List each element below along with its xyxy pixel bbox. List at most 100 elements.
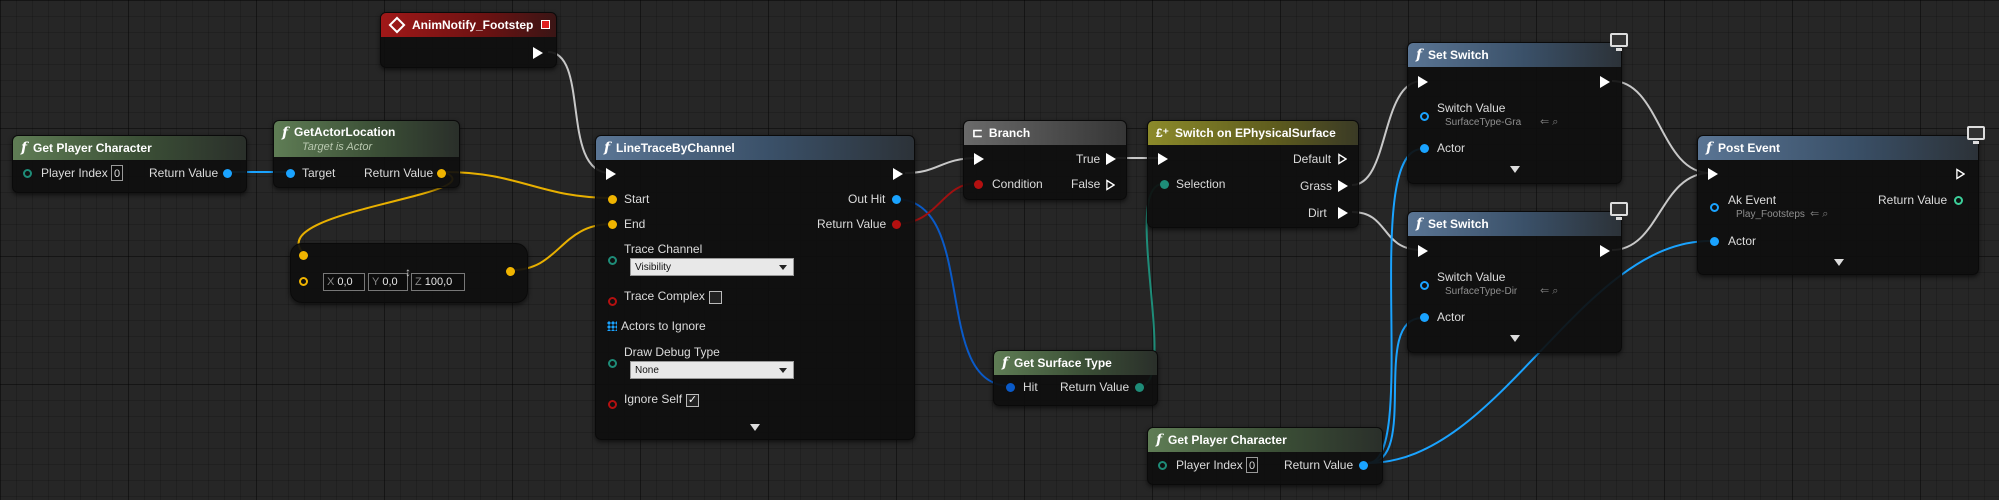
true-label: True [1076,152,1101,166]
exec-in-pin[interactable] [1418,76,1428,88]
delegate-pin-icon[interactable] [541,20,550,29]
player-index-input[interactable]: 0 [1246,457,1259,473]
exec-out-pin[interactable] [1956,168,1965,180]
hit-pin[interactable] [1006,383,1015,392]
trace-complex-pin[interactable] [608,297,617,306]
trace-complex-label: Trace Complex [624,289,705,303]
function-icon: f [21,140,28,156]
exec-in-pin[interactable] [606,168,616,180]
branch-icon: ⊏ [972,125,983,140]
target-pin[interactable] [286,169,295,178]
vector-input-b-pin[interactable] [299,277,308,286]
ak-event-pin[interactable] [1710,203,1719,212]
node-header[interactable]: £⁺Switch on EPhysicalSurface [1148,121,1358,145]
start-pin[interactable] [608,195,617,204]
end-pin[interactable] [608,220,617,229]
trace-channel-dropdown[interactable]: Visibility [630,258,794,276]
y-value: 0,0 [382,276,398,288]
exec-out-pin[interactable] [1600,245,1610,257]
asset-browse-icons[interactable]: ⇐ ⌕ [1540,116,1559,128]
return-value-pin[interactable] [437,169,446,178]
trace-channel-pin[interactable] [608,256,617,265]
node-title: Branch [988,126,1031,140]
switch-value-pin[interactable] [1420,281,1429,290]
player-index-pin[interactable] [23,169,32,178]
monitor-icon [1967,126,1985,144]
return-value-pin[interactable] [1954,196,1963,205]
ak-event-asset[interactable]: Play_Footsteps [1736,209,1805,220]
actors-to-ignore-label: Actors to Ignore [621,319,706,333]
exec-out-pin[interactable] [893,168,903,180]
ignore-self-checkbox[interactable]: ✓ [686,394,699,407]
expand-arrow-icon[interactable] [750,424,760,431]
asset-browse-icons[interactable]: ⇐ ⌕ [1540,285,1559,297]
exec-in-pin[interactable] [1158,153,1168,165]
z-value: 100,0 [424,276,453,288]
draw-debug-type-dropdown[interactable]: None [630,361,794,379]
node-anim-notify-footstep[interactable]: AnimNotify_Footstep [380,12,557,68]
switch-value-pin[interactable] [1420,112,1429,121]
switch-value-asset[interactable]: SurfaceType-Dir [1445,286,1518,297]
vector-input-a-pin[interactable] [299,251,308,260]
target-label: Target [302,166,336,180]
exec-in-pin[interactable] [1708,168,1718,180]
trace-complex-checkbox[interactable] [709,291,722,304]
true-exec-pin[interactable] [1106,153,1116,165]
grass-exec-pin[interactable] [1338,180,1348,192]
condition-pin[interactable] [974,180,983,189]
exec-in-pin[interactable] [974,153,984,165]
ignore-self-pin[interactable] [608,400,617,409]
node-switch-on-physical-surface[interactable]: £⁺Switch on EPhysicalSurface Default Sel… [1147,120,1359,228]
array-pin-icon[interactable] [607,321,617,331]
return-value-pin[interactable] [892,220,901,229]
draw-debug-pin[interactable] [608,359,617,368]
vector-output-pin[interactable] [506,267,515,276]
switch-value-asset[interactable]: SurfaceType-Gra [1445,117,1522,128]
node-branch[interactable]: ⊏Branch True Condition False [963,120,1127,200]
return-value-pin[interactable] [223,169,232,178]
exec-in-pin[interactable] [1418,245,1428,257]
node-header[interactable]: AnimNotify_Footstep [381,13,556,37]
expand-arrow-icon[interactable] [1510,166,1520,173]
actor-pin[interactable] [1420,313,1429,322]
function-icon: f [282,125,289,141]
out-hit-pin[interactable] [892,195,901,204]
expand-arrow-icon[interactable] [1510,335,1520,342]
player-index-pin[interactable] [1158,461,1167,470]
node-header[interactable]: ⊏ Branch [964,121,1126,145]
asset-browse-icons[interactable]: ⇐ ⌕ [1810,208,1829,220]
player-index-input[interactable]: 0 [111,165,124,181]
exec-out-pin[interactable] [1600,76,1610,88]
actor-pin[interactable] [1710,237,1719,246]
selection-pin[interactable] [1160,180,1169,189]
actor-pin[interactable] [1420,144,1429,153]
expand-arrow-icon[interactable] [1834,259,1844,266]
exec-out-pin[interactable] [533,47,543,59]
default-exec-pin[interactable] [1338,153,1347,165]
return-value-pin[interactable] [1359,461,1368,470]
false-exec-pin[interactable] [1106,179,1115,191]
return-value-pin[interactable] [1135,383,1144,392]
dirt-exec-pin[interactable] [1338,207,1348,219]
selection-label: Selection [1176,177,1226,191]
